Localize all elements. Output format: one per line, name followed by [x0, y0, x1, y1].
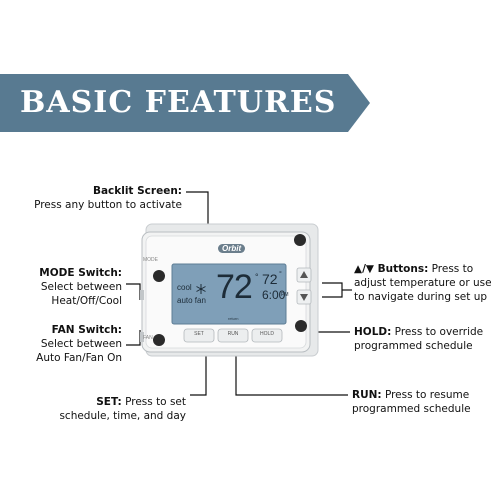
lcd-set-temperature: 72 [262, 271, 278, 287]
lcd-screen [171, 263, 287, 325]
down-arrow-icon [300, 294, 308, 301]
arrows-callout-bracket [322, 282, 343, 298]
screw-top-right [294, 234, 306, 246]
set-callout-line [190, 342, 207, 396]
run-button-label[interactable]: RUN [227, 331, 239, 337]
fan-side-label: FAN [143, 335, 153, 341]
fan-switch [140, 332, 144, 342]
mode-side-label: MODE [143, 257, 158, 263]
mode-callout-line [126, 283, 141, 300]
run-callout-line [235, 342, 348, 396]
hold-line2: programmed schedule [354, 340, 473, 352]
lcd-fan-text: auto fan [177, 296, 206, 305]
fan-line3: Auto Fan/Fan On [36, 352, 122, 364]
hold-button-label[interactable]: HOLD [260, 331, 274, 337]
screw-bottom-left [153, 334, 165, 346]
hold-button [251, 328, 283, 343]
backlit-heading: Backlit Screen: [92, 185, 182, 197]
set-line1: Press to set [125, 396, 186, 408]
fan-switch-label: FAN Switch: Select between Auto Fan/Fan … [10, 323, 122, 365]
mode-line3: Heat/Off/Cool [51, 295, 122, 307]
screw-bottom-right [295, 320, 307, 332]
arrow-buttons-label: ▲/▼ Buttons: Press to adjust temperature… [354, 262, 496, 304]
arrows-line3: to navigate during set up [354, 291, 488, 303]
lcd-mode-text: cool [177, 283, 192, 292]
arrows-line2: adjust temperature or use [354, 277, 492, 289]
lcd-time: 6:00 [262, 288, 286, 302]
thermostat-device [140, 223, 319, 357]
title-banner-arrow-tip [348, 74, 370, 132]
run-line1: Press to resume [384, 389, 470, 401]
mode-switch [140, 290, 144, 300]
set-button [183, 328, 215, 343]
mode-heading: MODE Switch: [39, 267, 122, 279]
page-title: BASIC FEATURES [20, 85, 337, 120]
arrows-line1: Press to [431, 263, 474, 275]
hold-line1: Press to override [394, 326, 484, 338]
mode-line2: Select between [40, 281, 122, 293]
lcd-degree-symbol: ° [255, 272, 259, 282]
fan-callout-line [126, 330, 141, 346]
run-line2: programmed schedule [352, 403, 471, 415]
title-banner [0, 74, 348, 132]
lcd-small-label: return [228, 316, 239, 321]
lcd-time-suffix: PM [281, 292, 289, 298]
run-label: RUN: Press to resume programmed schedule [352, 388, 496, 416]
snowflake-icon [196, 284, 206, 294]
arrows-heading: ▲/▼ Buttons: [354, 263, 429, 275]
fan-line2: Select between [40, 338, 122, 350]
mode-switch-label: MODE Switch: Select between Heat/Off/Coo… [10, 266, 122, 308]
set-label: SET: Press to set schedule, time, and da… [20, 395, 186, 423]
backlit-text: Press any button to activate [34, 199, 182, 211]
brand-logo: Orbit [218, 244, 246, 253]
backlit-screen-label: Backlit Screen: Press any button to acti… [30, 184, 182, 212]
run-heading: RUN: [352, 389, 382, 401]
run-button [217, 328, 249, 343]
hold-heading: HOLD: [354, 326, 392, 338]
up-arrow-icon [300, 271, 308, 278]
screw-top-left [153, 270, 165, 282]
fan-heading: FAN Switch: [51, 324, 122, 336]
lcd-main-temperature: 72 [216, 268, 253, 306]
hold-label: HOLD: Press to override programmed sched… [354, 325, 496, 353]
lcd-set-degree-symbol: ° [279, 271, 282, 278]
set-line2: schedule, time, and day [59, 410, 186, 422]
set-heading: SET: [96, 396, 122, 408]
set-button-label[interactable]: SET [194, 331, 204, 337]
